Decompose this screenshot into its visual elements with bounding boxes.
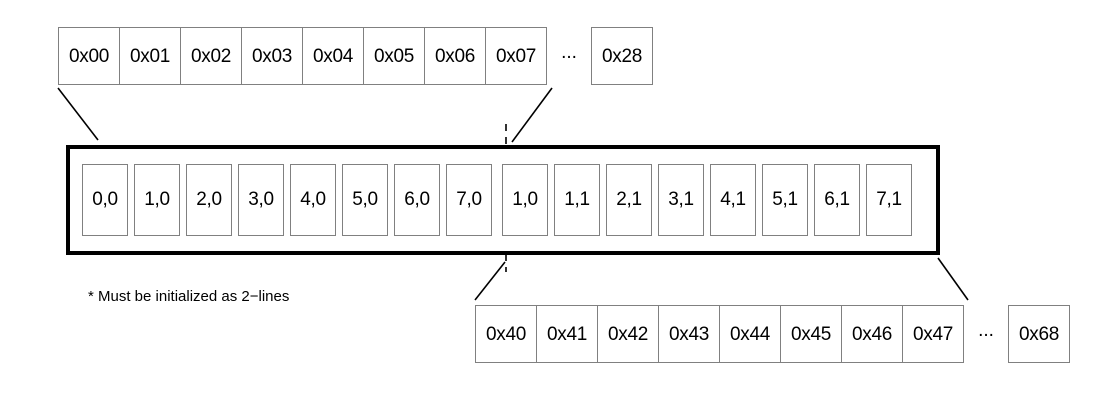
address-cell: 0x02 (180, 27, 242, 85)
address-cell: 0x45 (780, 305, 842, 363)
word-cell: 3,0 (238, 164, 284, 236)
word-cell: 7,1 (866, 164, 912, 236)
word-cell: 6,1 (814, 164, 860, 236)
address-cell: 0x43 (658, 305, 720, 363)
address-cell: 0x44 (719, 305, 781, 363)
word-cell: 4,0 (290, 164, 336, 236)
ellipsis-bottom: ... (978, 320, 994, 341)
address-cell: 0x01 (119, 27, 181, 85)
word-cell: 2,1 (606, 164, 652, 236)
address-cell: 0x42 (597, 305, 659, 363)
address-cell: 0x47 (902, 305, 964, 363)
word-cell: 5,0 (342, 164, 388, 236)
word-cell: 1,1 (554, 164, 600, 236)
initialization-note: * Must be initialized as 2−lines (88, 288, 290, 305)
word-cell: 5,1 (762, 164, 808, 236)
word-cell: 0,0 (82, 164, 128, 236)
address-cell: 0x04 (302, 27, 364, 85)
leader-line-bottom-right (937, 257, 969, 301)
word-cell: 4,1 (710, 164, 756, 236)
address-cell: 0x40 (475, 305, 537, 363)
address-cell: 0x00 (58, 27, 120, 85)
leader-line-bottom-left (474, 261, 506, 301)
address-cell: 0x41 (536, 305, 598, 363)
leader-line-top-right (511, 87, 553, 143)
address-cell-last: 0x28 (591, 27, 653, 85)
address-cell-last: 0x68 (1008, 305, 1070, 363)
word-cell: 6,0 (394, 164, 440, 236)
address-cell: 0x46 (841, 305, 903, 363)
bottom-address-row: 0x40 0x41 0x42 0x43 0x44 0x45 0x46 0x47 … (475, 305, 1070, 363)
word-cell: 3,1 (658, 164, 704, 236)
ellipsis-top: ... (561, 42, 577, 63)
address-cell: 0x06 (424, 27, 486, 85)
address-cell: 0x05 (363, 27, 425, 85)
word-cell: 7,0 (446, 164, 492, 236)
cache-line-buffer: 0,0 1,0 2,0 3,0 4,0 5,0 6,0 7,0 1,0 1,1 … (66, 145, 940, 255)
leader-line-top-left (57, 87, 99, 141)
word-cell: 1,0 (502, 164, 548, 236)
address-cell: 0x03 (241, 27, 303, 85)
top-address-row: 0x00 0x01 0x02 0x03 0x04 0x05 0x06 0x07 … (58, 27, 653, 85)
word-cell: 1,0 (134, 164, 180, 236)
address-cell: 0x07 (485, 27, 547, 85)
word-cell: 2,0 (186, 164, 232, 236)
